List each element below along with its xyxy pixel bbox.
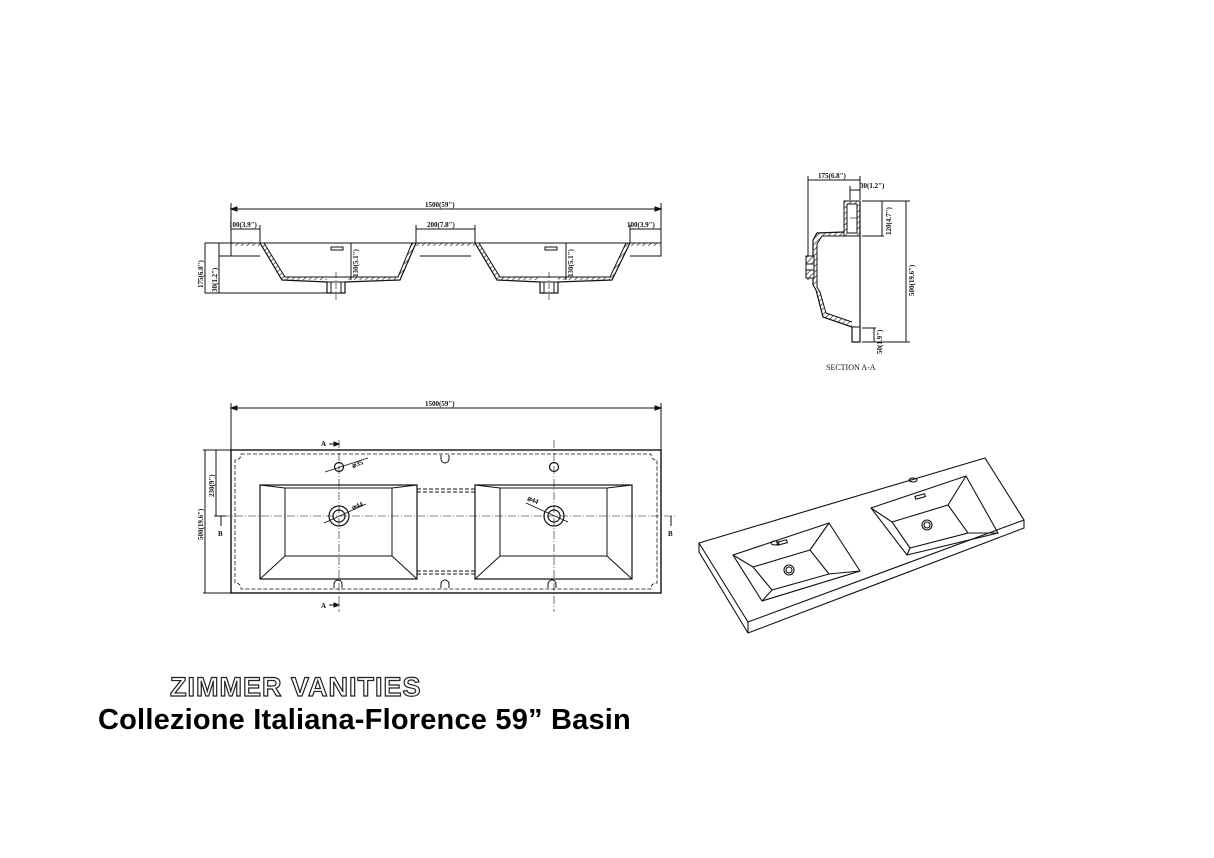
section-a-a-label: SECTION A-A (826, 363, 876, 372)
isometric-view (698, 457, 1025, 634)
top-faucet-offset-dim: 230(9") (208, 474, 216, 497)
section-marker-b-left: B (218, 530, 223, 538)
front-rim-dim: 30(1.2") (211, 267, 219, 292)
faucet-hole-dim: ⌀35 (351, 458, 365, 470)
section-marker-a-bottom: A (321, 602, 326, 610)
front-overall-width: 1500(59") (425, 201, 455, 209)
front-basin-depth-left: 130(5.1") (352, 249, 360, 277)
section-front-lip-dim: 50(1.9") (876, 329, 884, 354)
product-title: Collezione Italiana-Florence 59” Basin (98, 704, 631, 736)
drain-left-dim: ⌀44 (351, 500, 365, 512)
section-depth-dim: 175(6.8") (818, 172, 846, 180)
front-center-gap-dim: 200(7.8") (427, 221, 455, 229)
front-left-edge-dim: 100(3.9") (229, 221, 257, 229)
top-overall-width-dim: 1500(59") (425, 400, 455, 408)
section-overall-depth-dim: 500(19.6") (908, 264, 916, 296)
front-section-view (204, 203, 663, 300)
section-a-a-view (805, 176, 910, 343)
top-overall-depth-dim: 500(19.6") (197, 508, 205, 540)
brand-logo-text: ZIMMER VANITIES (169, 671, 422, 702)
front-total-height-dim: 175(6.8") (197, 260, 205, 288)
section-rim-dim: 30(1.2") (860, 182, 885, 190)
front-basin-depth-right: 130(5.1") (567, 249, 575, 277)
section-marker-b-right: B (668, 530, 673, 538)
section-marker-a-top: A (321, 440, 326, 448)
front-right-edge-dim: 100(3.9") (627, 221, 655, 229)
section-back-ledge-dim: 120(4.7") (885, 207, 893, 235)
top-plan-view (203, 403, 676, 612)
drain-right-dim: ⌀44 (526, 494, 540, 506)
